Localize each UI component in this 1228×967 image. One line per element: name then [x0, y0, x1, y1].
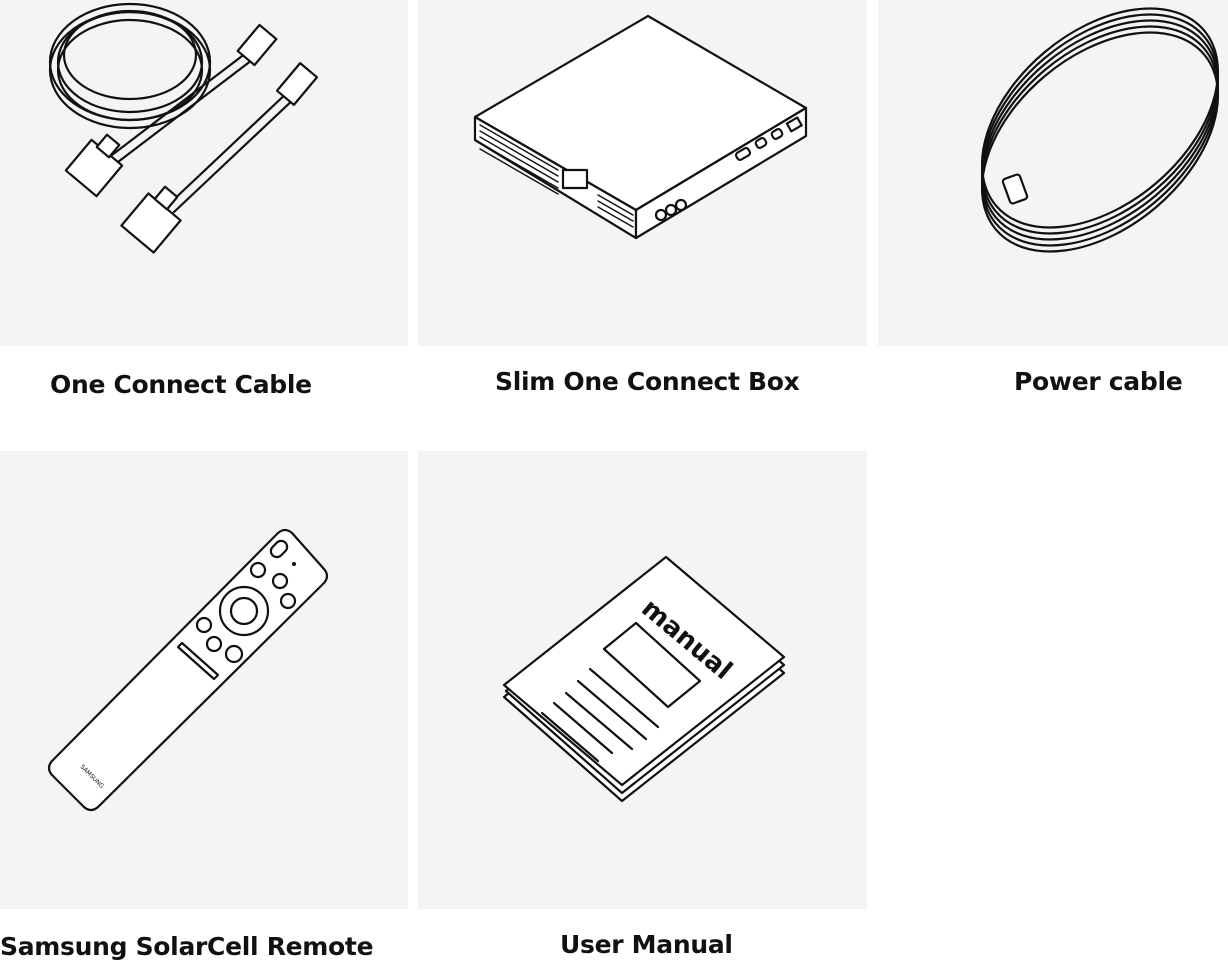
item-label: User Manual: [560, 930, 733, 959]
item-label: One Connect Cable: [50, 370, 312, 399]
one-connect-cable-icon: [48, 2, 319, 254]
one-connect-cable-tile: [0, 0, 408, 346]
item-label: Samsung SolarCell Remote: [0, 932, 374, 961]
solarcell-remote-icon: SAMSUNG: [47, 528, 329, 812]
item-label: Power cable: [1014, 367, 1183, 396]
solarcell-remote-tile: SAMSUNG: [0, 451, 408, 909]
one-connect-box-tile: [418, 0, 867, 346]
user-manual-tile: manual: [418, 451, 867, 909]
user-manual-icon: manual: [502, 555, 786, 803]
power-cable-icon: [980, 7, 1220, 253]
one-connect-box-icon: [473, 14, 808, 240]
item-label: Slim One Connect Box: [495, 367, 800, 396]
power-cable-tile: [878, 0, 1228, 346]
